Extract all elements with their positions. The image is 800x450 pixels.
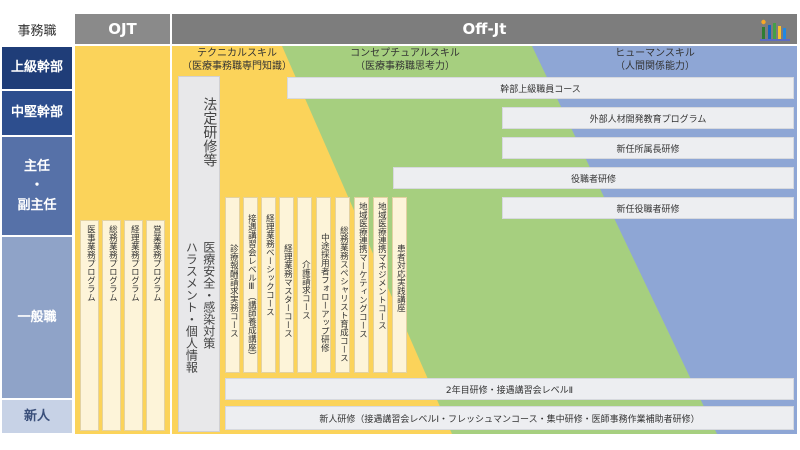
technical-skill-header: テクニカルスキル （医療事務職専門知識） (172, 47, 302, 73)
legal-training-title: 法定研修等 (201, 97, 218, 167)
skill-subtitle: （医療事務職専門知識） (182, 61, 292, 72)
level-label: 新人 (23, 408, 50, 424)
skill-subtitle: （医療事務職思考力） (355, 61, 455, 72)
course-label: 幹部上級職員コース (500, 84, 581, 95)
course-column: 介護請求コース (297, 197, 312, 373)
course-label: 経理業務ベーシックコース (264, 214, 275, 316)
course-bar: 2年目研修・接遇講習会レベルⅡ (225, 378, 794, 400)
ojt-program: 医事業務プログラム (80, 220, 99, 431)
course-bar: 外部人材開発教育プログラム (502, 107, 794, 129)
level-label: 主任 ・ 副主任 (17, 158, 57, 213)
ojt-program: 営業業務プログラム (146, 220, 165, 431)
course-label: 接遇講習会レベルⅢ（講師養成講座） (246, 214, 257, 360)
level-label: 一般職 (17, 309, 57, 325)
ojt-program-label: 総務業務プログラム (107, 225, 118, 302)
ojt-header: OJT (75, 14, 170, 44)
course-label: 2年目研修・接遇講習会レベルⅡ (445, 385, 574, 396)
course-column: 患者対応実践講座 (392, 197, 407, 373)
legal-training-line: ハラスメント・個人情報 (184, 241, 199, 373)
legal-training-line: 医療安全・感染対策 (201, 241, 216, 349)
level-chief: 主任 ・ 副主任 (2, 137, 72, 235)
level-mid-executive: 中堅幹部 (2, 91, 72, 135)
course-column: 地域医療連携マネジメントコース (373, 197, 388, 373)
course-label: 経理業務マスターコース (282, 244, 293, 338)
course-column: 経理業務マスターコース (279, 197, 294, 373)
course-column: 地域医療連携マーケティングコース (354, 197, 369, 373)
conceptual-skill-header: コンセプチュアルスキル （医療事務職思考力） (320, 47, 490, 73)
level-label: 上級幹部 (10, 60, 63, 76)
ojt-program: 総務業務プログラム (102, 220, 121, 431)
ojt-program-label: 営業業務プログラム (151, 225, 162, 302)
offjt-header: Off-Jt (172, 14, 797, 44)
course-bar: 新任役職者研修 (502, 197, 794, 219)
course-label: 地域医療連携マネジメントコース (376, 202, 387, 330)
course-label: 診療報酬請求実務コース (228, 244, 239, 338)
course-column: 総務業務スペシャリスト育成コース (335, 197, 350, 373)
human-skill-header: ヒューマンスキル （人間関係能力） (580, 47, 730, 73)
course-column: 経理業務ベーシックコース (261, 197, 276, 373)
level-label: 中堅幹部 (10, 105, 63, 121)
course-label: 介護請求コース (300, 260, 311, 320)
legal-training-details: 医療安全・感染対策 ハラスメント・個人情報 (182, 241, 217, 373)
legal-training-column: 法定研修等 医療安全・感染対策 ハラスメント・個人情報 (178, 76, 220, 432)
skill-title: コンセプチュアルスキル (350, 48, 460, 59)
skill-subtitle: （人間関係能力） (615, 61, 695, 72)
level-new-hire: 新人 (2, 400, 72, 433)
course-label: 新任役職者研修 (616, 204, 680, 215)
course-bar: 新人研修（接遇講習会レベルⅠ・フレッシュマンコース・集中研修・医師事務作業補助者… (225, 406, 794, 430)
course-column: 診療報酬請求実務コース (225, 197, 240, 373)
skill-title: テクニカルスキル (197, 48, 277, 59)
course-bar: 役職者研修 (393, 167, 794, 189)
course-label: 患者対応実践講座 (395, 244, 406, 312)
course-column: 接遇講習会レベルⅢ（講師養成講座） (243, 197, 258, 373)
course-label: 新任所属長研修 (616, 144, 680, 155)
course-label: 外部人材開発教育プログラム (589, 114, 707, 125)
ojt-program-label: 経理業務プログラム (129, 225, 140, 302)
job-category-label: 事務職 (17, 23, 57, 39)
ojt-program: 経理業務プログラム (124, 220, 143, 431)
course-label: 役職者研修 (570, 174, 616, 185)
ims-logo-icon (760, 19, 790, 41)
course-bar: 幹部上級職員コース (287, 77, 794, 99)
course-column: 中途採用者フォローアップ研修 (316, 197, 331, 373)
course-label: 中途採用者フォローアップ研修 (319, 233, 330, 352)
course-label: 地域医療連携マーケティングコース (357, 202, 368, 338)
course-bar: 新任所属長研修 (502, 137, 794, 159)
level-senior-executive: 上級幹部 (2, 47, 72, 89)
course-label: 総務業務スペシャリスト育成コース (338, 226, 349, 362)
level-general: 一般職 (2, 237, 72, 398)
ojt-program-label: 医事業務プログラム (85, 225, 96, 302)
skill-title: ヒューマンスキル (615, 48, 695, 59)
course-label: 新人研修（接遇講習会レベルⅠ・フレッシュマンコース・集中研修・医師事務作業補助者… (319, 414, 700, 425)
